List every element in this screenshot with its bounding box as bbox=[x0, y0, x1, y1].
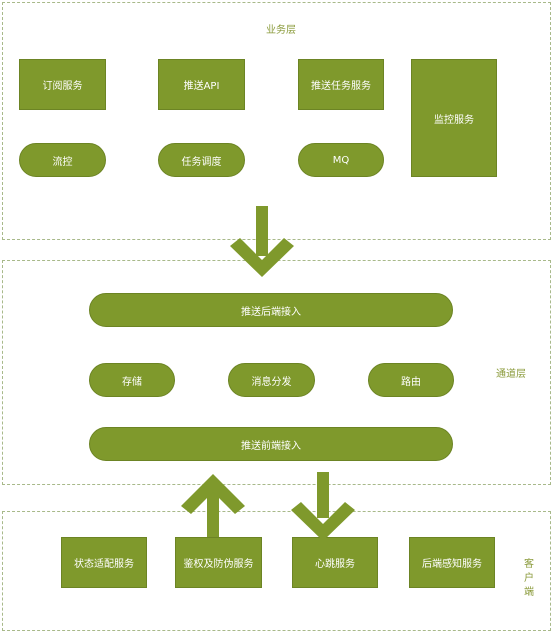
heartbeat-service: 心跳服务 bbox=[292, 537, 378, 588]
arrow-down-business-to-channel bbox=[230, 206, 294, 277]
flow-control: 流控 bbox=[19, 143, 106, 177]
backend-aware-service: 后端感知服务 bbox=[409, 537, 495, 588]
state-adapt-service: 状态适配服务 bbox=[61, 537, 147, 588]
routing: 路由 bbox=[368, 363, 454, 397]
mq: MQ bbox=[298, 143, 384, 177]
client-layer-title: 客户端 bbox=[524, 559, 534, 598]
storage: 存储 bbox=[89, 363, 175, 397]
monitor-service: 监控服务 bbox=[411, 59, 497, 177]
client-layer bbox=[2, 511, 551, 631]
subscribe-service: 订阅服务 bbox=[19, 59, 106, 110]
arrow-up-client-to-channel bbox=[181, 474, 245, 537]
business-layer bbox=[2, 2, 551, 240]
task-schedule: 任务调度 bbox=[158, 143, 245, 177]
message-dispatch: 消息分发 bbox=[228, 363, 315, 397]
business-layer-title: 业务层 bbox=[266, 25, 296, 36]
auth-antifake-service: 鉴权及防伪服务 bbox=[175, 537, 262, 588]
push-task-service: 推送任务服务 bbox=[298, 59, 384, 110]
push-api: 推送API bbox=[158, 59, 245, 110]
frontend-access: 推送前端接入 bbox=[89, 427, 453, 461]
arrow-down-channel-to-client bbox=[291, 472, 355, 541]
channel-layer-title: 通道层 bbox=[496, 369, 526, 380]
backend-access: 推送后端接入 bbox=[89, 293, 453, 327]
